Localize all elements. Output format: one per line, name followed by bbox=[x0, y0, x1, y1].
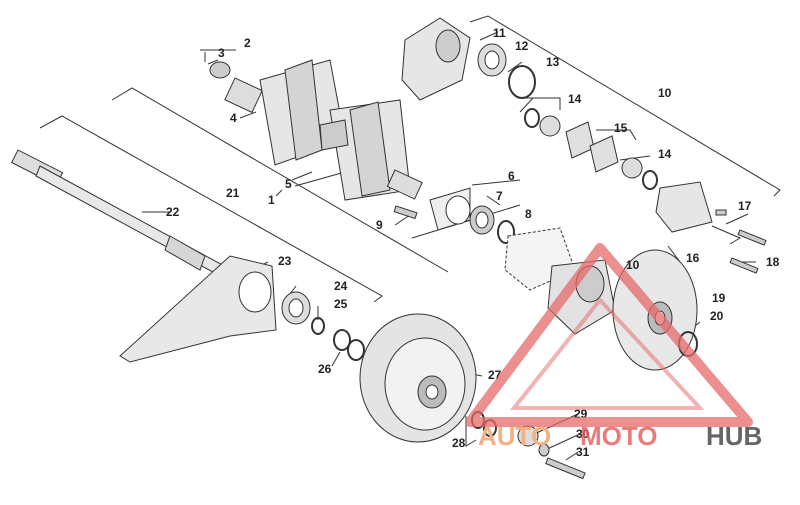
brake-caliper bbox=[504, 227, 616, 335]
callout-labels: 1 2 3 4 5 6 7 8 9 10 10 11 12 13 14 14 1… bbox=[166, 26, 780, 459]
caliper-bracket bbox=[655, 181, 767, 274]
driven-pulley bbox=[359, 313, 477, 443]
brake-pads bbox=[524, 108, 658, 190]
callout-13: 13 bbox=[546, 55, 560, 69]
callout-3: 3 bbox=[218, 46, 225, 60]
callout-22: 22 bbox=[166, 205, 180, 219]
bearing-plate-parts bbox=[393, 187, 515, 244]
callout-18: 18 bbox=[766, 255, 780, 269]
callout-20: 20 bbox=[710, 309, 724, 323]
callout-17: 17 bbox=[738, 199, 752, 213]
callout-1: 1 bbox=[268, 193, 275, 207]
callout-4: 4 bbox=[230, 111, 237, 125]
callout-19: 19 bbox=[712, 291, 726, 305]
callout-9: 9 bbox=[376, 218, 383, 232]
drive-sprocket-assembly bbox=[209, 59, 423, 201]
watermark-hub: HUB bbox=[706, 421, 762, 451]
callout-10-upper: 10 bbox=[658, 86, 672, 100]
watermark-moto: MOTO bbox=[580, 421, 658, 451]
callout-8: 8 bbox=[525, 207, 532, 221]
drive-shaft bbox=[10, 149, 251, 291]
callout-21: 21 bbox=[226, 186, 240, 200]
callout-25: 25 bbox=[334, 297, 348, 311]
upper-caliper-housing bbox=[401, 17, 536, 101]
callout-30: 30 bbox=[576, 427, 590, 441]
support-bracket bbox=[119, 255, 365, 363]
callout-26: 26 bbox=[318, 362, 332, 376]
callout-10-lower: 10 bbox=[626, 258, 640, 272]
callout-15: 15 bbox=[614, 121, 628, 135]
callout-23: 23 bbox=[278, 254, 292, 268]
callout-7: 7 bbox=[496, 189, 503, 203]
callout-2: 2 bbox=[244, 36, 251, 50]
callout-16: 16 bbox=[686, 251, 700, 265]
callout-5: 5 bbox=[285, 177, 292, 191]
callout-14-upper: 14 bbox=[568, 92, 582, 106]
callout-14-lower: 14 bbox=[658, 147, 672, 161]
watermark-triangle-icon bbox=[465, 243, 753, 427]
callout-28: 28 bbox=[452, 436, 466, 450]
watermark-logo: AUTO MOTO HUB bbox=[465, 243, 762, 451]
watermark-auto: AUTO bbox=[478, 421, 551, 451]
callout-11: 11 bbox=[493, 26, 506, 40]
callout-12: 12 bbox=[515, 39, 529, 53]
callout-24: 24 bbox=[334, 279, 348, 293]
callout-6: 6 bbox=[508, 169, 515, 183]
callout-31: 31 bbox=[576, 445, 590, 459]
